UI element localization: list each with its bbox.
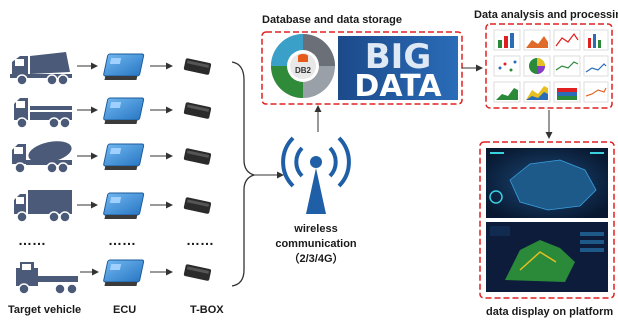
tbox-module [183, 148, 212, 165]
db-title: Database and data storage [262, 14, 402, 26]
area-chart-thumbnail [523, 81, 551, 103]
area-chart-thumbnail [493, 81, 521, 103]
column-label-ecu: ECU [113, 304, 137, 316]
area-chart-thumbnail [523, 29, 551, 51]
big-data-word-data: DATA [354, 69, 442, 104]
vehicle-cement-mixer [12, 141, 72, 174]
line-chart-thumbnail [583, 55, 609, 77]
bar-chart-thumbnail [583, 29, 609, 51]
vehicle-rows [10, 52, 78, 295]
column-label-tbox: T-BOX [190, 304, 224, 316]
collect-brace [231, 61, 257, 287]
ellipsis-tbox: …… [186, 232, 214, 248]
vehicle-van-truck [14, 190, 72, 223]
ecu-module [103, 143, 145, 170]
db2-badge: DB2 [295, 66, 312, 75]
vehicle-box-truck [14, 98, 72, 129]
vehicle-dump-truck [10, 52, 72, 86]
pie-chart-thumbnail [523, 55, 551, 77]
line-chart-thumbnail [553, 29, 581, 51]
ecu-module [103, 97, 145, 124]
platform-title: data display on platform [486, 306, 614, 318]
scatter-thumbnail [493, 55, 521, 77]
line-chart-thumbnail [583, 81, 609, 103]
wireless-line-2: communication [275, 238, 357, 250]
ecu-module [103, 259, 145, 286]
ecu-modules [103, 53, 145, 286]
vehicle-tractor-trailer [16, 262, 78, 295]
wireless-line-1: wireless [294, 223, 338, 235]
big-data-panel: BIG DATA [338, 36, 458, 104]
ellipsis-ecu: …… [108, 232, 136, 248]
row-arrows [77, 62, 173, 276]
tbox-module [183, 58, 212, 75]
ellipsis-vehicle: …… [18, 232, 46, 248]
tbox-module [183, 197, 212, 214]
wireless-label: wireless communication （2/3/4G） [270, 222, 362, 267]
tbox-modules [183, 58, 212, 281]
line-chart-thumbnail [553, 55, 581, 77]
tbox-module [183, 102, 212, 119]
ecu-module [103, 192, 145, 219]
ecu-module [103, 53, 145, 80]
stacked-chart-thumbnail [553, 81, 581, 103]
wireless-antenna-icon [281, 136, 351, 214]
column-label-vehicle: Target vehicle [8, 304, 82, 316]
dashboard-screens [486, 148, 608, 292]
wireless-line-3: （2/3/4G） [288, 253, 344, 265]
big-data-word-big: BIG [365, 37, 431, 77]
bar-chart-thumbnail [493, 29, 521, 51]
analysis-title: Data analysis and processing [474, 9, 618, 21]
tbox-module [183, 264, 212, 281]
db2-disk-icon [271, 34, 335, 98]
analysis-thumbnails [493, 29, 609, 103]
